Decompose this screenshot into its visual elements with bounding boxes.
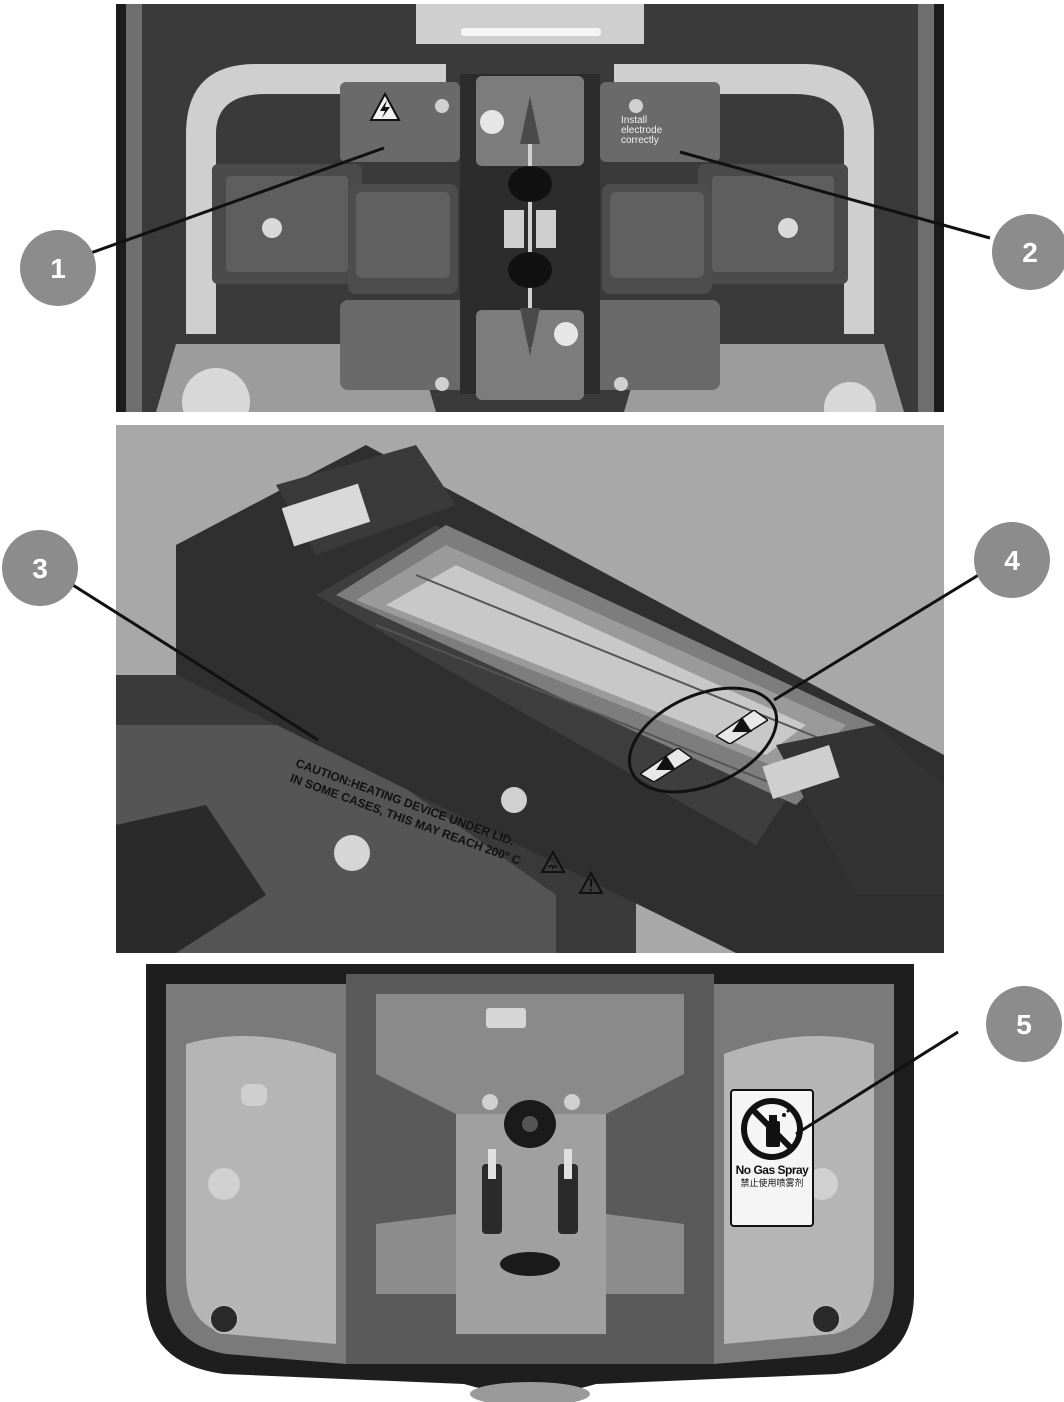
splicer-top-view-panel: Install electrode correctly [116,4,944,412]
no-gas-spray-label-zh: 禁止使用喷雾剂 [740,1178,804,1188]
heater-oblique-illustration [116,425,944,953]
splicer-top-view-illustration [116,4,944,412]
no-gas-spray-label: No Gas Spray [735,1163,809,1177]
lid-warning-highlight-ring [627,686,779,794]
hot-surface-warning-icon [640,748,692,782]
electrode-label-line1: Install [621,115,648,126]
callout-2-label: 2 [1022,237,1038,268]
no-gas-spray-icon [741,1098,803,1160]
callout-5-label: 5 [1016,1009,1032,1040]
splicer-bottom-view-panel: No Gas Spray 禁止使用喷雾剂 [136,964,924,1402]
electrode-label-line3: correctly [621,135,659,146]
splicer-bottom-view-illustration [136,964,924,1402]
callout-3-label: 3 [32,553,48,584]
callout-4: 4 [974,522,1050,598]
high-voltage-warning-icon [369,92,401,121]
callout-4-label: 4 [1004,545,1020,576]
heater-oblique-view-panel: CAUTION:HEATING DEVICE UNDER LID. IN SOM… [116,425,944,953]
no-gas-spray-sticker: No Gas Spray 禁止使用喷雾剂 [730,1089,814,1227]
callout-2: 2 [992,214,1064,290]
electrode-label-line2: electrode [621,125,663,136]
callout-1: 1 [20,230,96,306]
general-warning-icon [578,871,604,894]
callout-1-label: 1 [50,253,66,284]
electrode-install-label: Install electrode correctly [621,116,685,146]
hot-surface-warning-icon [716,710,768,744]
hot-surface-warning-icon [540,850,566,873]
callout-3: 3 [2,530,78,606]
callout-5: 5 [986,986,1062,1062]
